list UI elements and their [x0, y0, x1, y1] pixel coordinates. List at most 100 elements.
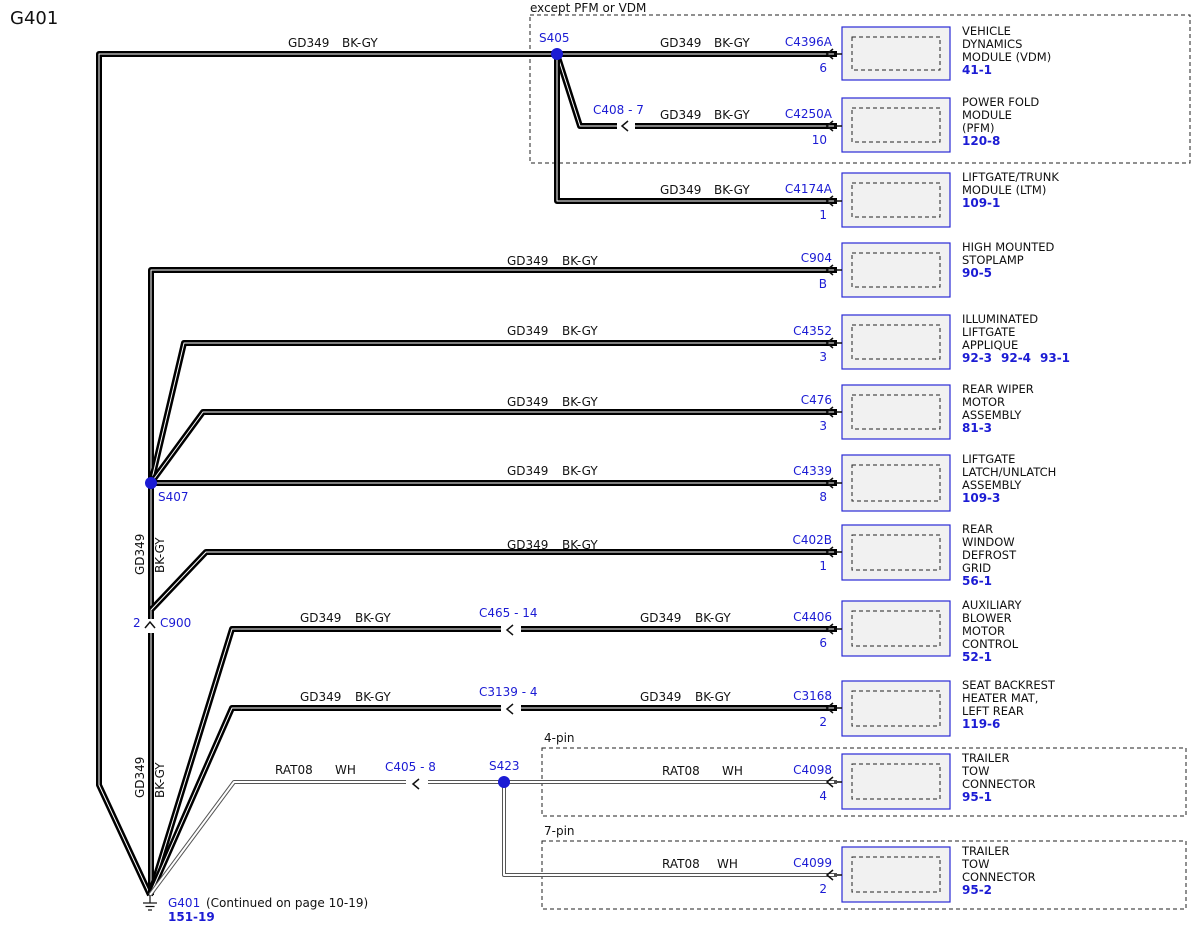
- wire-labels: GD349 BK-GY GD349 BK-GY GD349 BK-GY GD34…: [133, 36, 750, 871]
- page-reference: 92-4: [1001, 351, 1031, 365]
- ground-label: G401: [168, 896, 200, 910]
- module-inner-outline: [851, 36, 941, 71]
- module-name: ILLUMINATED: [962, 312, 1038, 326]
- page-reference: 93-1: [1040, 351, 1070, 365]
- c465-label: C465 - 14: [479, 606, 538, 620]
- wire-rat08-core: [149, 781, 504, 896]
- c900-pin: 2: [133, 616, 141, 630]
- wire-label-color: BK-GY: [562, 324, 598, 338]
- splice-s423-label: S423: [489, 759, 520, 773]
- module-name: POWER FOLD: [962, 95, 1039, 109]
- wire-label-gd: GD349: [300, 690, 341, 704]
- ground-ref: 151-19: [168, 910, 215, 924]
- wire-label-wh: WH: [722, 764, 743, 778]
- wire-label-color: BK-GY: [562, 254, 598, 268]
- wire-label-gd: GD349: [288, 36, 329, 50]
- c900-label: C900: [160, 616, 191, 630]
- wire-label-gd: GD349: [300, 611, 341, 625]
- wire-label-rat: RAT08: [662, 857, 700, 871]
- module-box: [841, 454, 951, 512]
- connector-label: C476: [801, 393, 832, 407]
- page-reference: 109-1: [962, 196, 1000, 210]
- wire-label-gd: GD349: [640, 611, 681, 625]
- connector-arrow-icon: [825, 48, 834, 60]
- wire-label-rat: RAT08: [275, 763, 313, 777]
- connector-arrow-icon: [825, 623, 834, 635]
- module-box: [841, 26, 951, 81]
- module-name: CONNECTOR: [962, 870, 1036, 884]
- module-inner-outline: [851, 252, 941, 288]
- wire-label-color: BK-GY: [153, 537, 167, 573]
- module-box: [841, 97, 951, 153]
- module-inner-outline: [851, 856, 941, 893]
- wire-gd349-core: [150, 551, 837, 611]
- module-name: MOTOR: [962, 395, 1005, 409]
- module-name: CONNECTOR: [962, 777, 1036, 791]
- wire-label-color: BK-GY: [714, 183, 750, 197]
- connector-label: C4099: [793, 856, 832, 870]
- module-name: REAR: [962, 522, 993, 536]
- module-box: [841, 384, 951, 440]
- connector-arrow-icon: [825, 477, 834, 489]
- wire-label-gd: GD349: [660, 36, 701, 50]
- module-name: GRID: [962, 561, 991, 575]
- module-name: HIGH MOUNTED: [962, 240, 1055, 254]
- module-name: TOW: [961, 764, 989, 778]
- wire-label-gd: GD349: [507, 395, 548, 409]
- module-inner-outline: [851, 690, 941, 727]
- splice-s407-label: S407: [158, 490, 189, 504]
- connector-arrow-icon: [825, 195, 834, 207]
- connector-label: C4098: [793, 763, 832, 777]
- connector-pin: 2: [819, 715, 827, 729]
- connector-pin: 2: [819, 882, 827, 896]
- module-name: STOPLAMP: [962, 253, 1024, 267]
- connector-pin: 6: [819, 61, 827, 75]
- connector-arrow-icon: [825, 546, 834, 558]
- splice-s405-label: S405: [539, 31, 570, 45]
- connector-arrow-icon: [825, 776, 834, 788]
- page-reference: 109-3: [962, 491, 1000, 505]
- wire-label-color: BK-GY: [355, 611, 391, 625]
- wire-label-gd: GD349: [133, 757, 147, 798]
- connector-arrow-icon: [825, 120, 834, 132]
- module-name: (PFM): [962, 121, 994, 135]
- wire-label-color: BK-GY: [695, 690, 731, 704]
- inline-connector-c465: [501, 624, 521, 636]
- wire-label-gd: GD349: [660, 108, 701, 122]
- wire-gd349: [148, 549, 837, 613]
- connector-pin: 3: [819, 419, 827, 433]
- module-inner-outline: [851, 182, 941, 218]
- module-name: LIFTGATE: [962, 325, 1015, 339]
- connector-pin: B: [819, 277, 827, 291]
- inline-connector-c405: [406, 778, 428, 790]
- module-inner-outline: [851, 324, 941, 360]
- module-name: REAR WIPER: [962, 382, 1034, 396]
- connector-label: C4396A: [785, 35, 833, 49]
- wire-label-wh: WH: [717, 857, 738, 871]
- page-reference: 95-1: [962, 790, 992, 804]
- connector-label: C4352: [793, 324, 832, 338]
- module-box: [841, 846, 951, 903]
- module-box: [841, 314, 951, 370]
- module-name: ASSEMBLY: [962, 478, 1022, 492]
- wire-label-gd: GD349: [507, 464, 548, 478]
- page-reference: 41-1: [962, 63, 992, 77]
- module-inner-outline: [851, 610, 941, 647]
- wire-gd349-core: [556, 53, 837, 127]
- module-name: MODULE: [962, 108, 1012, 122]
- connector-label: C402B: [792, 533, 832, 547]
- module-inner-outline: [851, 534, 941, 571]
- connector-pin: 1: [819, 208, 827, 222]
- splice-s423: [498, 776, 510, 788]
- wire-label-color: BK-GY: [714, 108, 750, 122]
- connector-arrow-icon: [825, 406, 834, 418]
- splice-s405: [551, 48, 563, 60]
- wire-label-gd: GD349: [507, 324, 548, 338]
